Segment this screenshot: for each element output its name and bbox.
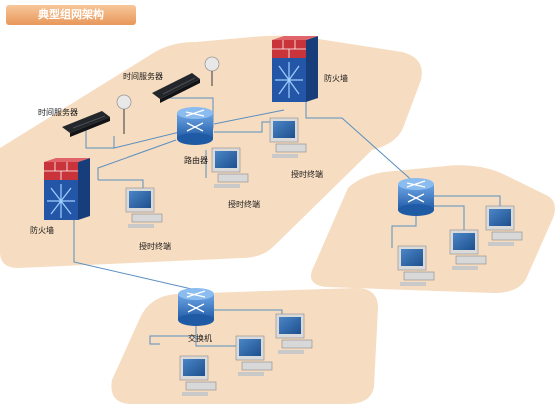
diagram-title-badge: 典型组网架构 — [6, 5, 136, 25]
switch-node — [178, 288, 214, 326]
time-server-top — [152, 56, 220, 103]
firewall-left-label: 防火墙 — [30, 226, 54, 235]
switch-client-computer-3 — [179, 355, 217, 396]
time-server-left — [62, 94, 132, 137]
time-server-top-label: 时间服务器 — [123, 72, 163, 81]
switch-label: 交换机 — [188, 334, 212, 343]
switch-client-computer-2 — [235, 335, 273, 376]
diagram-title: 典型组网架构 — [38, 8, 104, 21]
client-computer-2 — [211, 147, 249, 188]
router-label: 路由器 — [184, 156, 208, 165]
time-server-left-label: 时间服务器 — [38, 108, 78, 117]
firewall-top — [272, 36, 318, 102]
remote-client-computer-2 — [449, 229, 487, 270]
client-computer-3 — [125, 187, 163, 228]
client-left-label: 授时终端 — [139, 242, 171, 251]
client-mid-right-label: 授时终端 — [291, 170, 323, 179]
router-node — [177, 107, 213, 145]
remote-router-node — [398, 178, 434, 216]
firewall-left — [44, 158, 90, 220]
client-computer-1 — [269, 117, 307, 158]
client-mid-label: 授时终端 — [228, 200, 260, 209]
switch-client-computer-1 — [275, 313, 313, 354]
firewall-top-label: 防火墙 — [324, 74, 348, 83]
remote-network-zone — [310, 165, 555, 293]
remote-client-computer-3 — [397, 245, 435, 286]
remote-client-computer-1 — [485, 205, 523, 246]
